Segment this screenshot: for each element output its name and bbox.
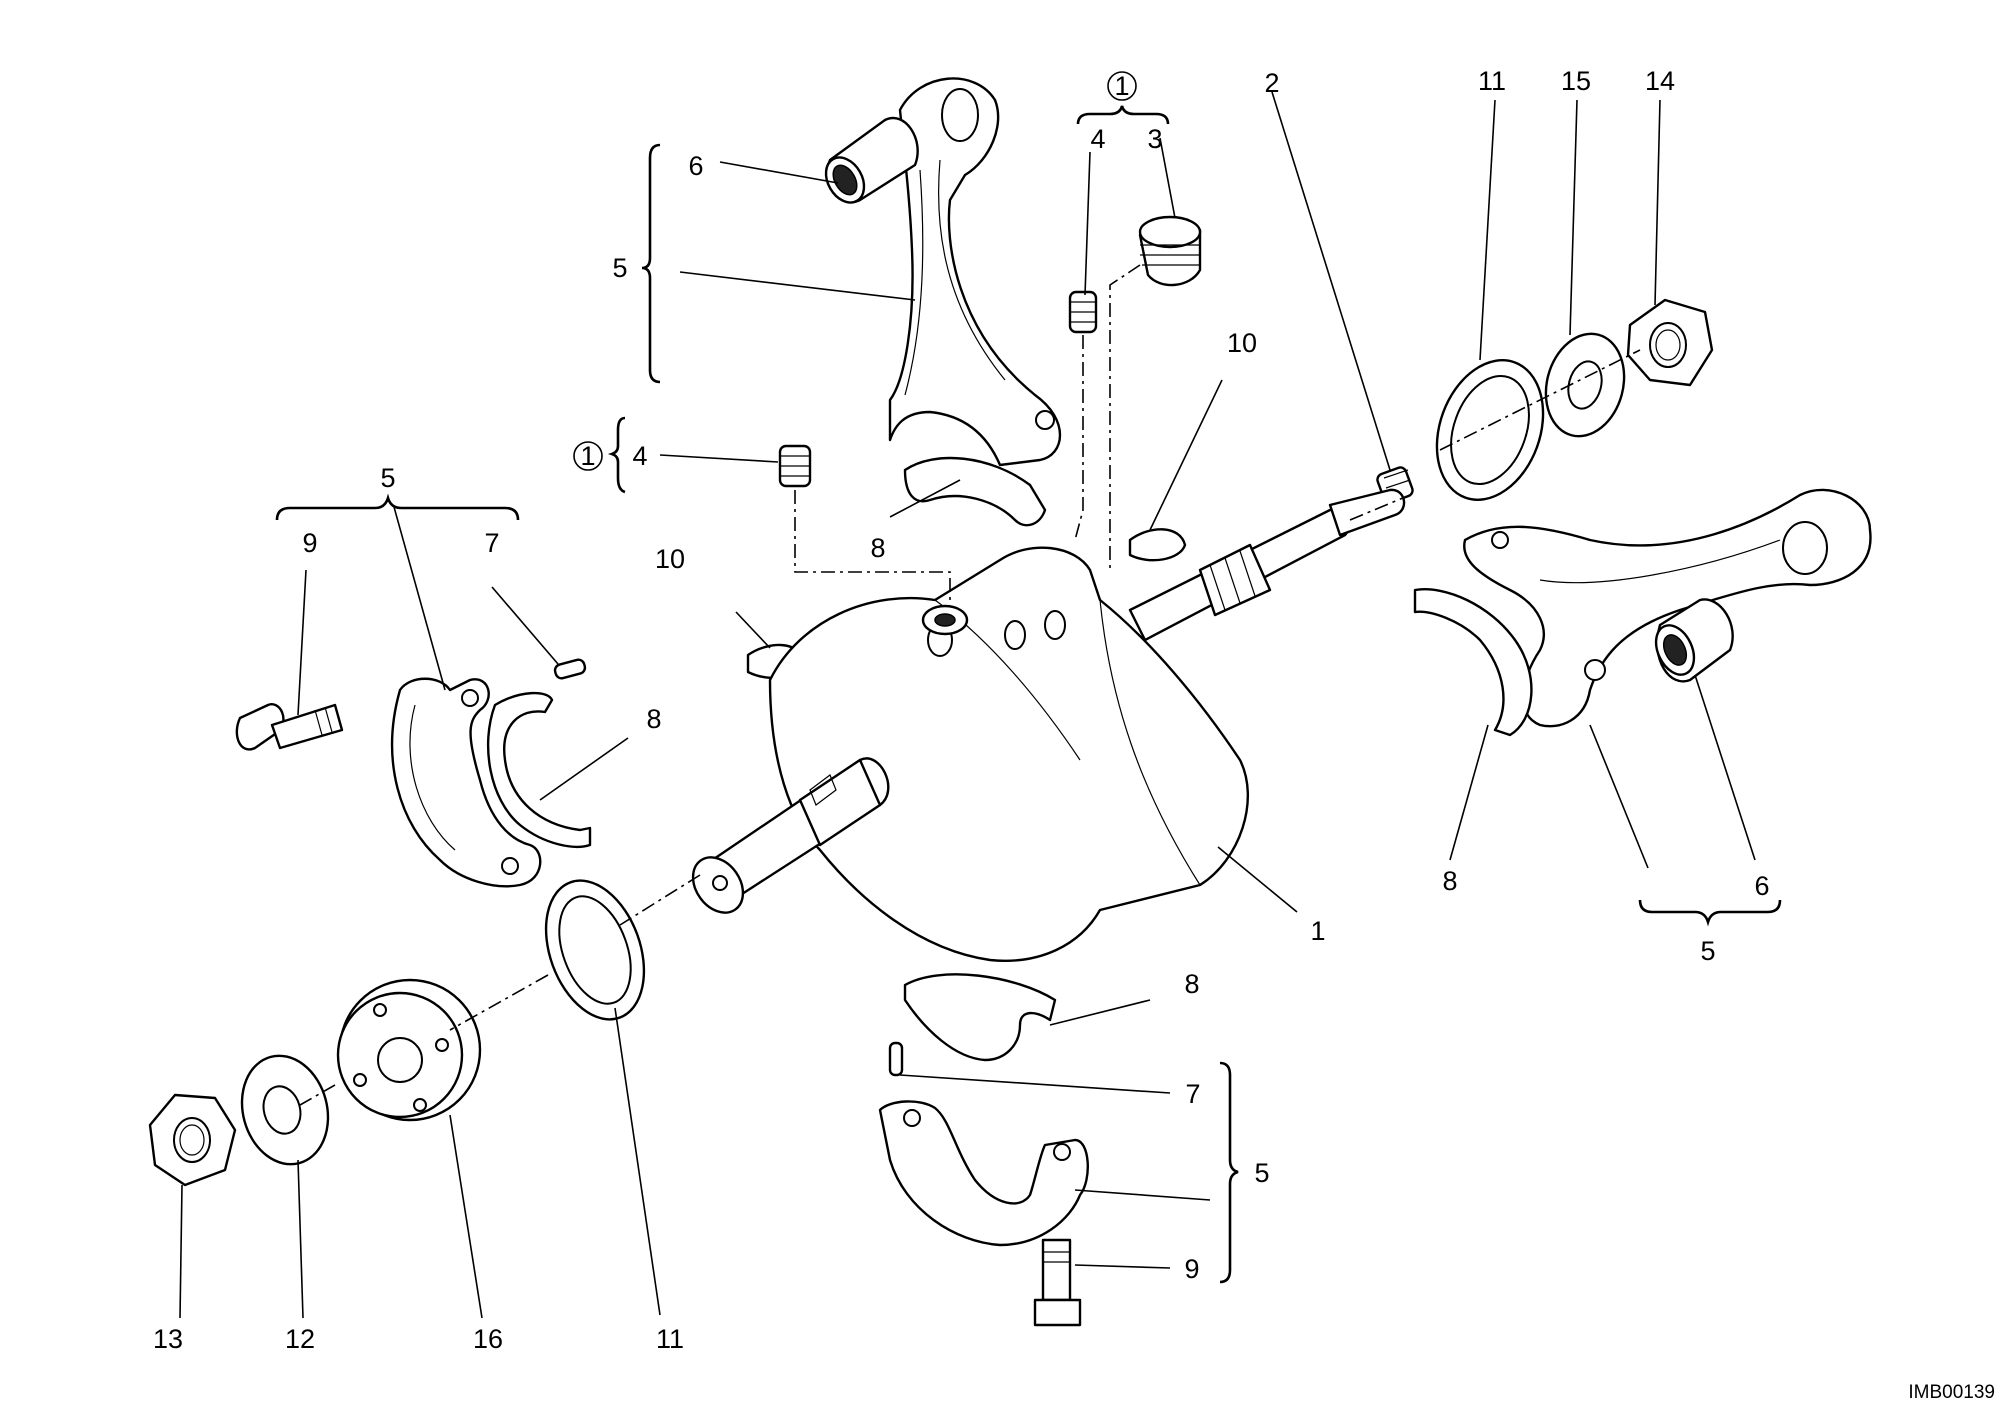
label-grub-screw-4-left: 4 [632,441,647,471]
label-rod-assembly-bottom: 5 [1254,1158,1269,1188]
small-end-bush-right [1654,598,1734,683]
bearing-shell-upper [903,456,1047,527]
bearing-shell-right [1413,588,1533,737]
grub-screw-4-upper [1068,290,1098,334]
label-grub-screw-4-upper: 4 [1090,124,1105,154]
circled-ref-top [1107,71,1137,101]
label-washer-15: 15 [1561,66,1591,96]
label-nut-14: 14 [1645,66,1675,96]
timing-gear [336,978,482,1122]
circled-ref-left-text: 1 [580,441,595,471]
circled-reference-marks: 1 1 [573,71,1137,471]
part-labels: 1 2 3 4 4 5 5 5 5 6 6 7 7 8 8 8 8 9 9 10… [153,66,1770,1354]
bolt-left [235,703,344,751]
label-rod-assembly-left: 5 [380,463,395,493]
bearing-shell-left [486,691,592,848]
dowel-pin-left [553,658,587,680]
right-connecting-rod [1463,488,1872,728]
washer-12 [240,1054,330,1166]
label-rod-assembly-upper: 5 [612,253,627,283]
label-bearing-shell-bottom: 8 [1184,969,1199,999]
label-washer-12: 12 [285,1324,315,1354]
dowel-pin-bottom [888,1041,904,1077]
label-thrust-washer-left: 11 [656,1324,684,1354]
grub-screw-4-left [778,444,812,488]
crankshaft [691,488,1406,962]
nut-14 [1626,298,1714,387]
drawing-code: IMB00139 [1908,1382,1995,1403]
thrust-washer-left [544,879,646,1021]
circled-ref-top-text: 1 [1114,71,1129,101]
label-bearing-shell-upper: 8 [870,533,885,563]
woodruff-key-right [1128,528,1187,562]
upper-connecting-rod [888,77,1062,467]
plug-3 [1138,215,1202,287]
thrust-washer-right [1435,359,1545,501]
label-plug-3: 3 [1147,124,1162,154]
label-timing-gear: 16 [473,1324,503,1354]
label-bolt-left: 9 [302,528,317,558]
label-rod-assembly-right: 5 [1700,936,1715,966]
leader-lines [179,91,1756,1319]
label-dowel-pin-bottom: 7 [1185,1079,1200,1109]
bearing-shell-bottom [903,973,1057,1062]
nut-13 [148,1093,237,1187]
label-bearing-shell-right: 8 [1442,866,1457,896]
rod-cap-bottom [878,1100,1089,1247]
label-dowel-pin-left: 7 [484,528,499,558]
label-nut-13: 13 [153,1324,183,1354]
label-crankshaft: 1 [1310,916,1325,946]
label-bearing-shell-left: 8 [646,704,661,734]
circled-ref-left [573,441,603,471]
bolt-bottom [1033,1238,1082,1327]
label-thrust-washer-right: 11 [1478,66,1506,96]
label-bolt-bottom: 9 [1184,1254,1199,1284]
label-woodruff-key-left: 10 [655,544,685,574]
rod-cap-left [390,677,542,888]
braces [275,105,1782,1284]
label-grub-screw-2: 2 [1264,68,1279,98]
label-small-end-bush-upper: 6 [688,151,703,181]
small-end-bush-upper [824,116,919,204]
assembly-lines [299,264,1641,1106]
label-small-end-bush-right: 6 [1754,871,1769,901]
washer-15 [1544,332,1626,438]
label-woodruff-key-right: 10 [1227,328,1257,358]
